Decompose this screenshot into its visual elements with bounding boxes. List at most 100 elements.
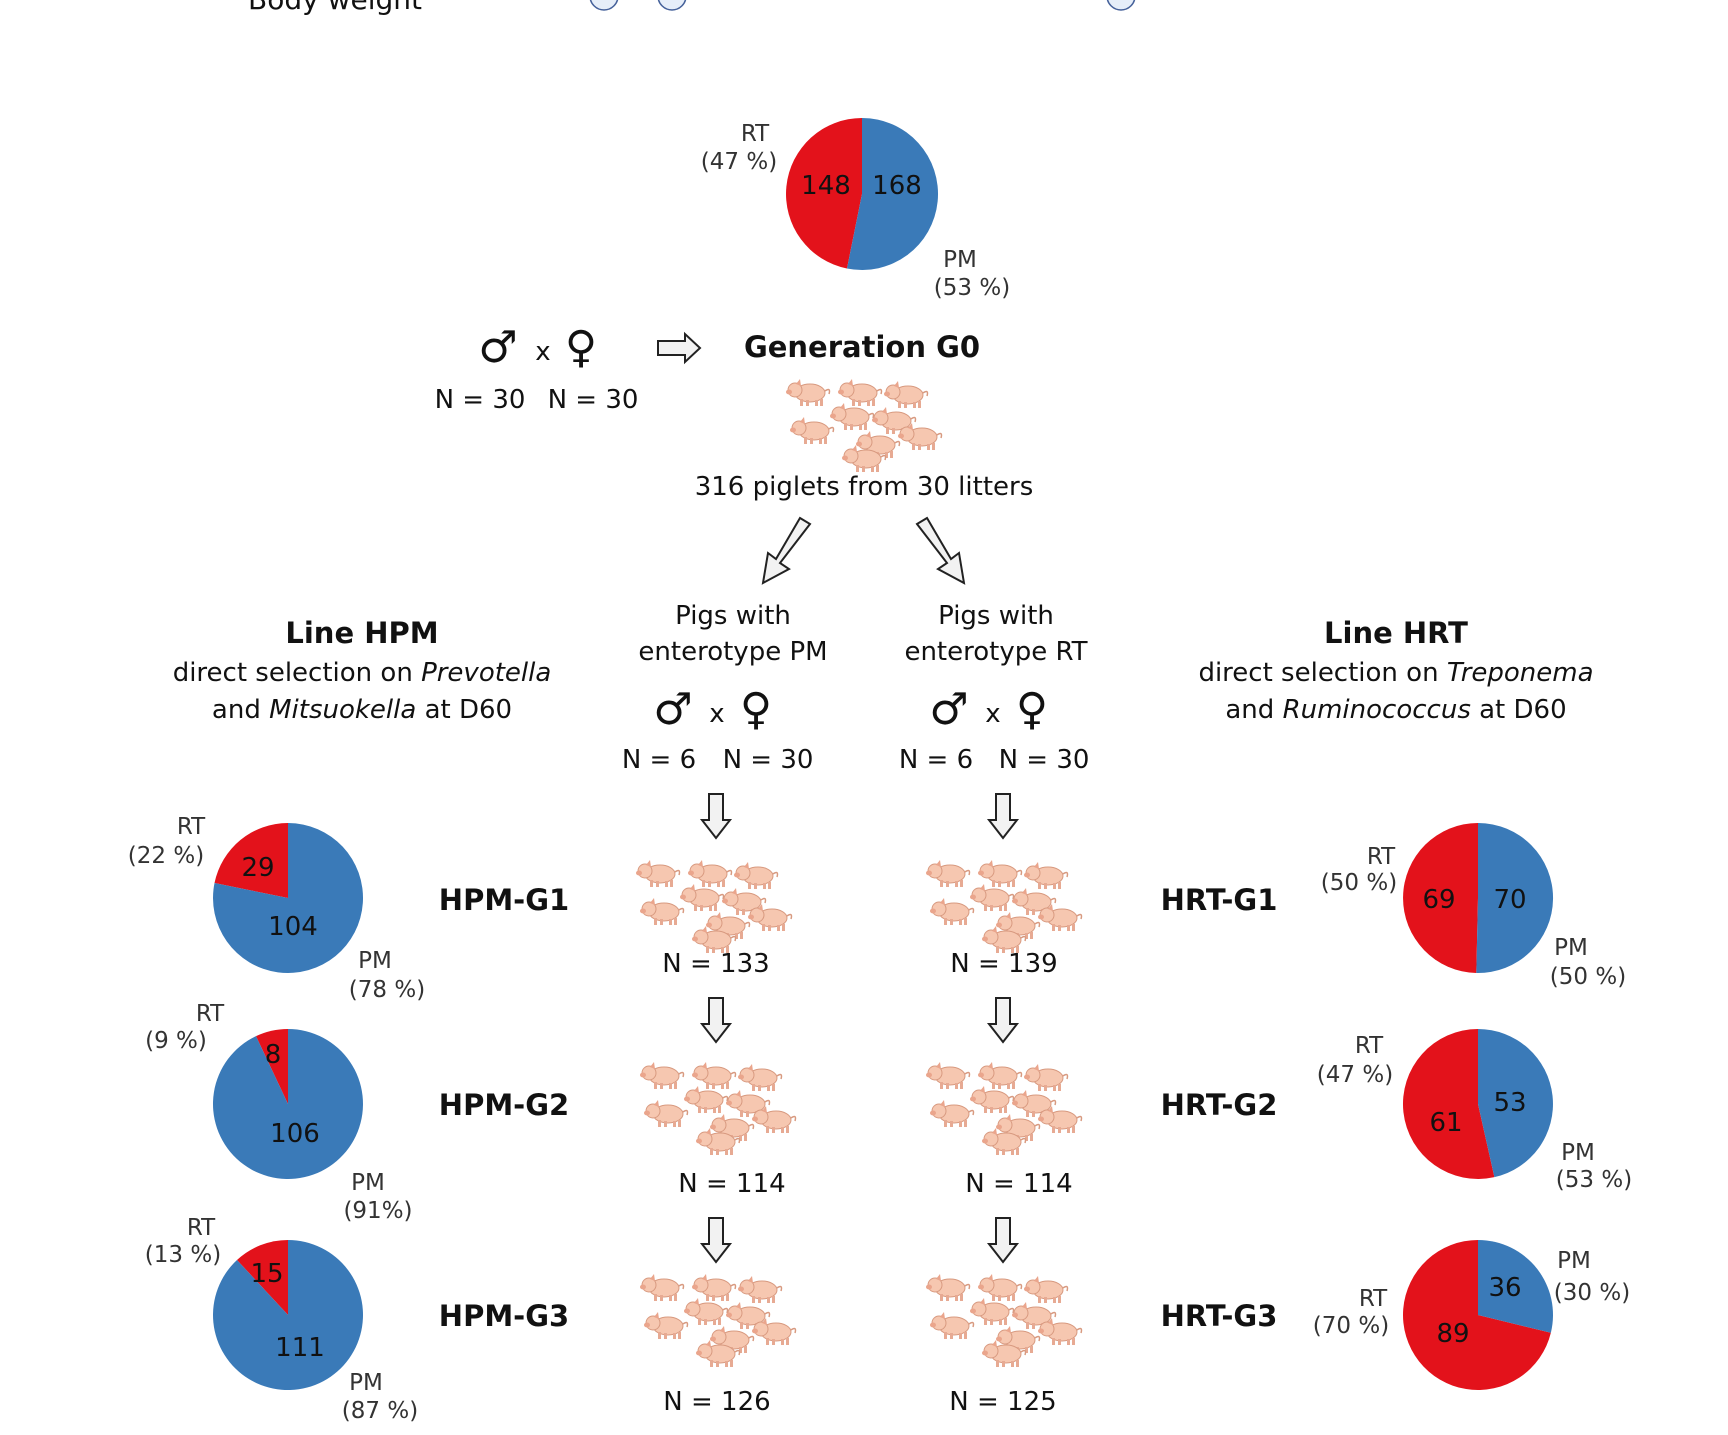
pm-col-male-symbol: ♂ xyxy=(653,684,692,735)
g0-title: Generation G0 xyxy=(744,330,980,364)
rt-count-g1: N = 139 xyxy=(950,949,1057,979)
hpm-g2-pm-value: 106 xyxy=(270,1119,320,1149)
g0-cross: x xyxy=(535,337,550,367)
hpm-g3-name: HPM-G3 xyxy=(439,1299,569,1333)
hpm-g1-rt-value: 29 xyxy=(241,853,274,883)
top-cut-label: Body weight xyxy=(248,0,422,16)
hpm-g3-pm-value: 111 xyxy=(275,1333,325,1363)
rt-herd-g2 xyxy=(926,1062,1082,1155)
hpm-g1-pm-value: 104 xyxy=(268,912,318,942)
g0-pie-rt-slice xyxy=(786,118,862,269)
g0-piglets-text: 316 piglets from 30 litters xyxy=(695,472,1034,502)
hpm-g2-pm-pct: (91%) xyxy=(343,1198,412,1224)
pm-col-cross: x xyxy=(709,699,724,729)
hpm-g3-rt-value: 15 xyxy=(250,1259,283,1289)
hrt-g3-pm-value: 36 xyxy=(1488,1273,1521,1303)
pm-arrow-2 xyxy=(701,997,731,1043)
hpm-g3-rt-label: RT xyxy=(187,1215,216,1241)
split-arrow-left xyxy=(761,516,812,585)
hpm-g3-pm-slice xyxy=(213,1240,364,1390)
rt-count-g3: N = 125 xyxy=(949,1387,1056,1417)
hrt-g2-row: 61 53 RT (47 %) PM (53 %) HRT-G2 xyxy=(1161,1029,1632,1193)
pm-count-g1: N = 133 xyxy=(662,949,769,979)
rt-herd-g3 xyxy=(926,1274,1082,1367)
pm-col-female-symbol: ♀ xyxy=(740,684,772,735)
rt-col-female-n: N = 30 xyxy=(999,745,1090,775)
hpm-g3-pm-label: PM xyxy=(349,1370,383,1396)
line-hpm-title: Line HPM xyxy=(285,616,438,650)
rt-herd-g1 xyxy=(926,860,1082,953)
rt-col-female-symbol: ♀ xyxy=(1016,684,1048,735)
hpm-g2-row: 8 106 RT (9 %) PM (91%) HPM-G2 xyxy=(145,1001,569,1224)
hrt-g1-rt-value: 69 xyxy=(1422,885,1455,915)
hpm-g2-rt-label: RT xyxy=(196,1001,225,1027)
hpm-g2-pm-slice xyxy=(212,1029,363,1179)
g0-pie-rt-value: 148 xyxy=(801,171,851,201)
rt-col-heading-1: Pigs with xyxy=(938,601,1054,631)
top-marker-3 xyxy=(1106,0,1136,11)
hpm-g1-row: 29 104 RT (22 %) PM (78 %) HPM-G1 xyxy=(128,814,569,1003)
hpm-g1-pm-label: PM xyxy=(358,948,392,974)
hpm-g2-rt-value: 8 xyxy=(265,1040,282,1070)
line-hpm-desc-2: and Mitsuokella at D60 xyxy=(212,695,512,725)
rt-arrow-2 xyxy=(988,997,1018,1043)
hpm-g3-pm-pct: (87 %) xyxy=(342,1398,418,1424)
g0-male-n: N = 30 xyxy=(435,385,526,415)
hrt-g3-row: 89 36 RT (70 %) PM (30 %) HRT-G3 xyxy=(1161,1240,1630,1390)
line-hrt-desc-1: direct selection on Treponema xyxy=(1198,658,1593,688)
hrt-g3-rt-slice xyxy=(1402,1240,1551,1390)
hrt-g1-rt-pct: (50 %) xyxy=(1321,870,1397,896)
pm-herd-g2 xyxy=(640,1062,796,1155)
hpm-g1-name: HPM-G1 xyxy=(439,883,569,917)
pm-col-male-n: N = 6 xyxy=(622,745,696,775)
line-hpm-desc-1: direct selection on Prevotella xyxy=(173,658,552,688)
g0-pie-pm-value: 168 xyxy=(872,171,922,201)
hrt-g2-rt-value: 61 xyxy=(1429,1108,1462,1138)
hrt-g1-name: HRT-G1 xyxy=(1161,883,1278,917)
hrt-g1-pm-slice xyxy=(1476,823,1554,973)
hpm-g1-rt-label: RT xyxy=(177,814,206,840)
g0-pie-pm-slice xyxy=(846,118,939,270)
top-marker-1 xyxy=(589,0,619,11)
hrt-g3-rt-value: 89 xyxy=(1436,1319,1469,1349)
hrt-g2-pm-slice xyxy=(1478,1029,1553,1178)
hrt-g3-pm-slice xyxy=(1478,1240,1553,1333)
hrt-g3-name: HRT-G3 xyxy=(1161,1299,1278,1333)
hpm-g1-rt-slice xyxy=(214,823,288,898)
g0-female-n: N = 30 xyxy=(548,385,639,415)
g0-male-symbol: ♂ xyxy=(478,322,517,373)
hrt-g2-pm-value: 53 xyxy=(1493,1088,1526,1118)
rt-col-male-n: N = 6 xyxy=(899,745,973,775)
hrt-g2-rt-label: RT xyxy=(1355,1033,1384,1059)
g0-pie: 148 168 xyxy=(786,118,939,270)
hrt-g3-pm-pct: (30 %) xyxy=(1554,1280,1630,1306)
hrt-g1-rt-slice xyxy=(1403,823,1478,973)
pm-arrow-3 xyxy=(701,1217,731,1263)
hrt-g1-pm-label: PM xyxy=(1554,935,1588,961)
hrt-g1-pm-pct: (50 %) xyxy=(1550,964,1626,990)
g0-pm-pct: (53 %) xyxy=(934,275,1010,301)
g0-rt-label: RT xyxy=(741,121,770,147)
hpm-g1-pm-slice xyxy=(213,823,364,974)
pm-arrow-1 xyxy=(701,793,731,839)
hrt-g1-rt-label: RT xyxy=(1367,844,1396,870)
hpm-g3-rt-pct: (13 %) xyxy=(145,1242,221,1268)
top-marker-2 xyxy=(657,0,687,11)
rt-count-g2: N = 114 xyxy=(965,1169,1072,1199)
rt-arrow-1 xyxy=(988,793,1018,839)
g0-female-symbol: ♀ xyxy=(565,322,597,373)
hpm-g2-name: HPM-G2 xyxy=(439,1088,569,1122)
line-hrt-desc-2: and Ruminococcus at D60 xyxy=(1225,695,1566,725)
g0-piglets-icon xyxy=(786,379,942,472)
pm-herd-g1 xyxy=(636,860,792,953)
pm-count-g3: N = 126 xyxy=(663,1387,770,1417)
pm-col-heading-2: enterotype PM xyxy=(638,637,827,667)
rt-col-male-symbol: ♂ xyxy=(929,684,968,735)
hpm-g1-rt-pct: (22 %) xyxy=(128,843,204,869)
pm-count-g2: N = 114 xyxy=(678,1169,785,1199)
hpm-g1-pm-pct: (78 %) xyxy=(349,977,425,1003)
hrt-g1-row: 69 70 RT (50 %) PM (50 %) HRT-G1 xyxy=(1161,823,1626,990)
g0-right-arrow xyxy=(657,331,702,365)
hrt-g2-pm-pct: (53 %) xyxy=(1556,1167,1632,1193)
g0-rt-pct: (47 %) xyxy=(701,149,777,175)
